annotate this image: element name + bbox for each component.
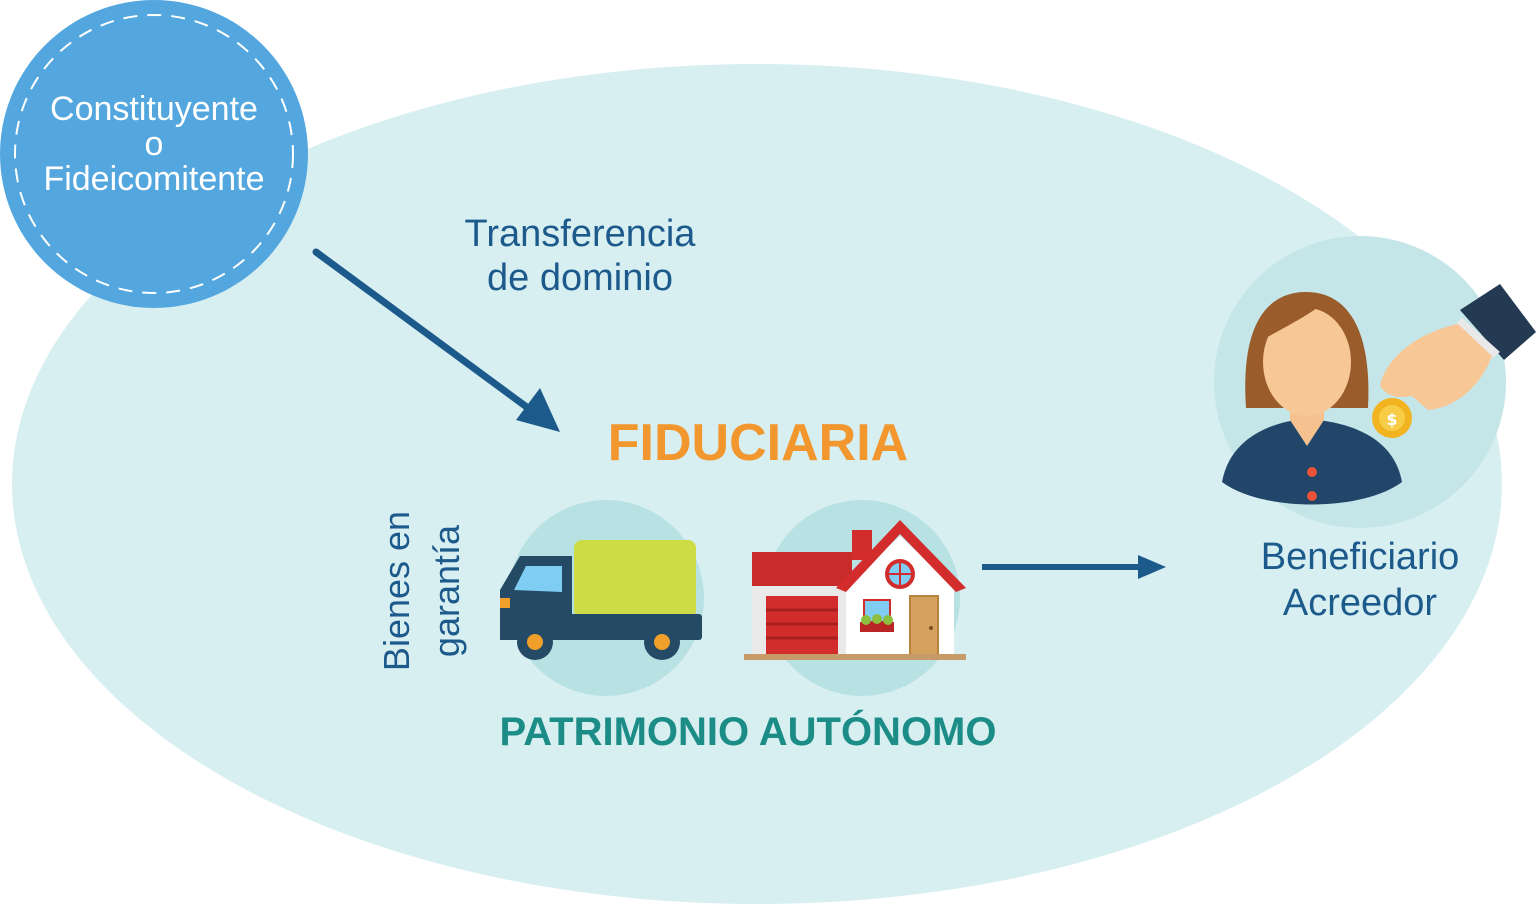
svg-text:$: $ [1386,410,1397,429]
beneficiario-label: Beneficiario Acreedor [1230,534,1490,626]
transferencia-line1: Transferencia [464,213,696,255]
constituyente-circle [0,0,308,308]
transfer-arrow [312,248,560,432]
bienes-label: Bienes en garantía [372,496,472,686]
beneficiario-line1: Beneficiario [1260,536,1460,578]
constituyente-label: Constituyente o Fideicomitente [20,92,288,197]
constituyente-line3: Fideicomitente [43,160,265,198]
patrimonio-label: PATRIMONIO AUTÓNOMO [499,710,997,754]
beneficiario-line2: Acreedor [1282,582,1438,624]
transferencia-line2: de dominio [487,257,673,299]
fiduciaria-label: FIDUCIARIA [607,414,909,472]
delivery-arrow [982,555,1166,579]
woman-avatar-icon [1214,236,1506,528]
constituyente-line2: o [144,125,164,163]
bienes-line1: Bienes en [376,510,417,672]
truck-icon [500,540,702,660]
bienes-line2: garantía [426,524,467,658]
hand-coin-icon: $ [1372,284,1536,438]
house-icon [744,520,966,660]
constituyente-line1: Constituyente [50,90,258,128]
transferencia-label: Transferencia de dominio [440,212,720,300]
patrimonio-ellipse [12,64,1502,904]
